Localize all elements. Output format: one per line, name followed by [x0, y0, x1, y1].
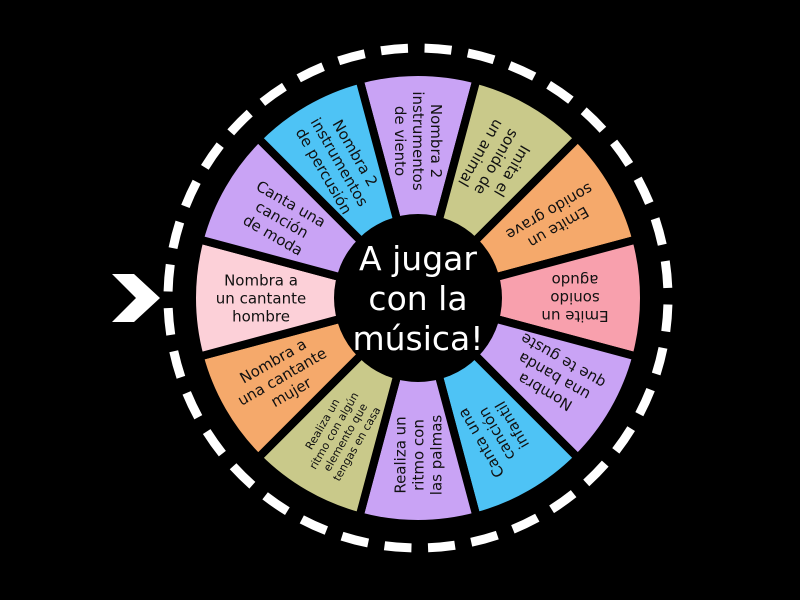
wheel-segment	[402, 234, 648, 362]
wheel-hub[interactable]	[334, 214, 502, 382]
ring-dash	[427, 540, 456, 553]
ring-dash	[337, 49, 366, 66]
ring-dash	[507, 61, 537, 81]
wheel-segment	[354, 282, 482, 528]
ring-dash	[168, 220, 185, 250]
chevron-right-icon	[112, 274, 160, 322]
ring-dash	[296, 62, 325, 83]
ring-dash	[470, 530, 499, 547]
ring-dash	[182, 391, 203, 420]
ring-dash	[511, 513, 540, 534]
ring-dash	[299, 515, 329, 535]
ring-dash	[259, 82, 287, 106]
wheel-title: A jugar con la música!	[352, 239, 484, 358]
ring-dash	[610, 139, 634, 167]
ring-dash	[262, 492, 290, 515]
wheel-segment	[354, 68, 482, 314]
ring-dash	[163, 307, 176, 336]
segment-label: Realiza unritmo conlas palmas	[391, 415, 445, 496]
ring-dash	[466, 48, 496, 65]
ring-dash	[650, 217, 667, 246]
ring-dash	[660, 260, 673, 289]
ring-dash	[583, 460, 609, 487]
ring-dash	[635, 387, 655, 417]
ring-dash	[201, 142, 224, 170]
dashed-ring	[163, 43, 673, 553]
ring-dash	[169, 350, 186, 379]
ring-dash	[380, 43, 409, 56]
ring-dash	[661, 304, 673, 333]
ring-dash	[612, 426, 635, 454]
ring-dash	[549, 490, 577, 514]
wheel-segment	[188, 234, 434, 362]
segment-label: Emite unsonidoagudo	[541, 271, 608, 325]
ring-dash	[383, 541, 412, 553]
ring-dash	[546, 81, 574, 104]
ring-dash	[580, 107, 607, 133]
ring-dash	[633, 176, 654, 205]
ring-dash	[340, 531, 370, 548]
ring-dash	[651, 346, 668, 376]
segment-label: Nombra 2instrumentosde viento	[391, 91, 445, 190]
ring-dash	[202, 429, 226, 457]
ring-dash	[227, 109, 253, 136]
ring-dash	[229, 463, 256, 489]
ring-dash	[181, 179, 201, 209]
ring-dash	[424, 43, 453, 55]
ring-dash	[163, 263, 175, 292]
